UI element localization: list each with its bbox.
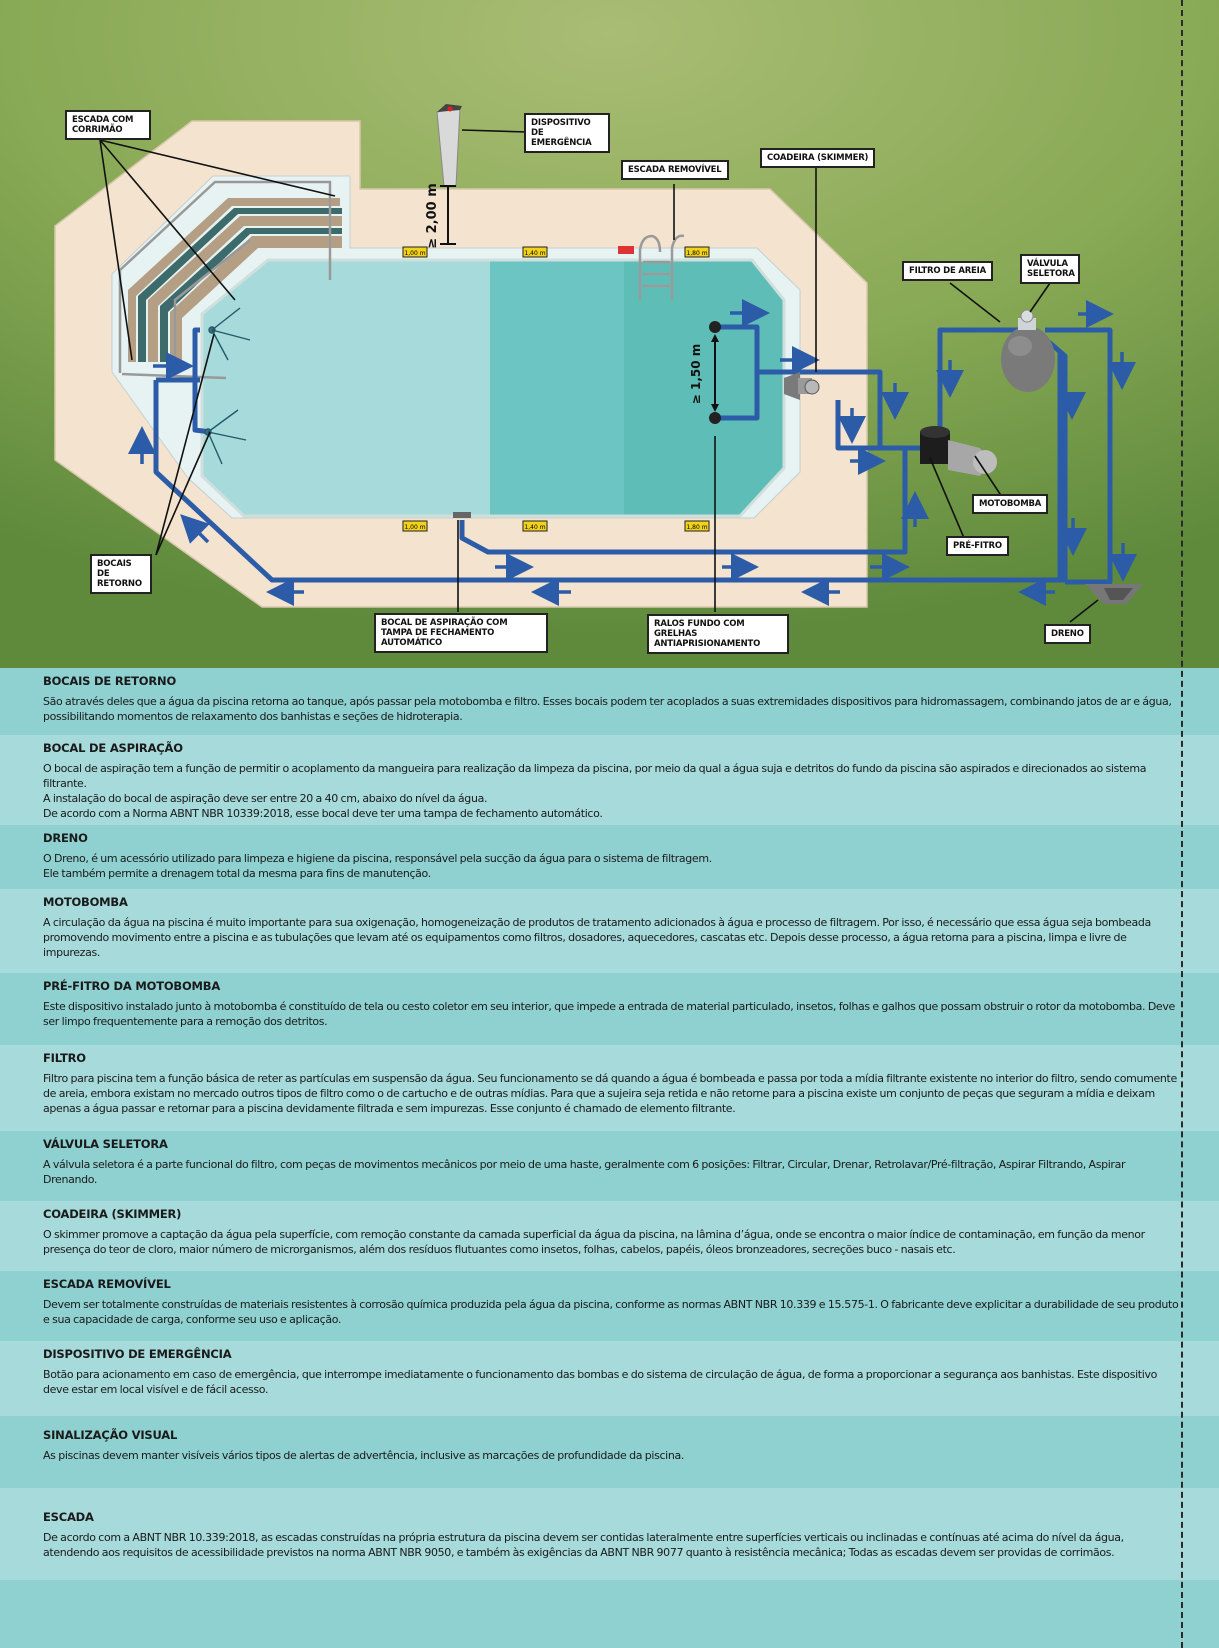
pool-diagram-svg: 1,00 m 1,40 m 1,80 m 1,00 m 1,40 m 1,80 … — [0, 0, 1219, 668]
section-title: FILTRO — [43, 1051, 86, 1065]
section-title: BOCAL DE ASPIRAÇÃO — [43, 741, 183, 755]
section-text: A circulação da água na piscina é muito … — [43, 916, 1151, 959]
label-dreno: DRENO — [1044, 624, 1091, 644]
pool-water-deep — [624, 260, 784, 516]
section-filtro: FILTRO Filtro para piscina tem a função … — [0, 1045, 1219, 1131]
section-title: DISPOSITIVO DE EMERGÊNCIA — [43, 1347, 232, 1361]
section-text: Este dispositivo instalado junto à motob… — [43, 1000, 1175, 1028]
section-text: As piscinas devem manter visíveis vários… — [43, 1449, 685, 1462]
section-text: Filtro para piscina tem a função básica … — [43, 1072, 1177, 1115]
section-text: Botão para acionamento em caso de emergê… — [43, 1368, 1157, 1396]
pool-diagram: 1,00 m 1,40 m 1,80 m 1,00 m 1,40 m 1,80 … — [0, 0, 1219, 668]
aspiration-nozzle — [453, 512, 471, 518]
section-sinalizacao-visual: SINALIZAÇÃO VISUAL As piscinas devem man… — [0, 1416, 1219, 1488]
section-text: O bocal de aspiração tem a função de per… — [43, 762, 1147, 820]
ralos-dimension: ≥ 1,50 m — [689, 344, 703, 405]
section-bocal-aspiracao: BOCAL DE ASPIRAÇÃO O bocal de aspiração … — [0, 735, 1219, 825]
section-title: COADEIRA (SKIMMER) — [43, 1207, 182, 1221]
section-text: De acordo com a ABNT NBR 10.339:2018, as… — [43, 1531, 1124, 1559]
label-escada-corrimao: ESCADA COM CORRIMÃO — [65, 110, 151, 140]
section-dreno: DRENO O Dreno, é um acessório utilizado … — [0, 825, 1219, 889]
bottom-filler — [0, 1580, 1219, 1648]
depth-marker: 1,80 m — [686, 524, 707, 531]
depth-marker: 1,40 m — [524, 524, 545, 531]
section-title: DRENO — [43, 831, 88, 845]
sand-filter — [1001, 309, 1055, 392]
label-filtro-areia: FILTRO DE AREIA — [902, 261, 993, 281]
removable-ladder — [618, 234, 685, 300]
section-text: O Dreno, é um acessório utilizado para l… — [43, 852, 712, 880]
label-dispositivo-emergencia: DISPOSITIVO DE EMERGÊNCIA — [524, 113, 610, 153]
section-text: A válvula seletora é a parte funcional d… — [43, 1158, 1126, 1186]
section-bocais-retorno: BOCAIS DE RETORNO São através deles que … — [0, 668, 1219, 735]
depth-marker: 1,80 m — [686, 250, 707, 257]
section-escada: ESCADA De acordo com a ABNT NBR 10.339:2… — [0, 1488, 1219, 1580]
pool-water-medium — [490, 260, 624, 516]
section-title: PRÉ-FITRO DA MOTOBOMBA — [43, 979, 221, 993]
depth-marker: 1,00 m — [404, 250, 425, 257]
section-title: VÁLVULA SELETORA — [43, 1137, 168, 1151]
label-ralos-fundo: RALOS FUNDO COM GRELHAS ANTIAPRISIONAMEN… — [647, 614, 789, 654]
label-motobomba: MOTOBOMBA — [972, 494, 1049, 514]
emergency-device — [436, 104, 462, 187]
depth-marker: 1,00 m — [404, 524, 425, 531]
label-coadeira: COADEIRA (SKIMMER) — [760, 148, 876, 168]
section-title: ESCADA REMOVÍVEL — [43, 1277, 171, 1291]
section-dispositivo-emergencia: DISPOSITIVO DE EMERGÊNCIA Botão para aci… — [0, 1341, 1219, 1416]
section-motobomba: MOTOBOMBA A circulação da água na piscin… — [0, 889, 1219, 973]
height-dimension: ≥ 2,00 m — [425, 183, 440, 249]
section-title: BOCAIS DE RETORNO — [43, 674, 177, 688]
flow-arrows — [128, 299, 1137, 606]
section-valvula-seletora: VÁLVULA SELETORA A válvula seletora é a … — [0, 1131, 1219, 1201]
section-title: ESCADA — [43, 1510, 94, 1524]
label-valvula-seletora: VÁLVULA SELETORA — [1020, 254, 1080, 284]
section-escada-removivel: ESCADA REMOVÍVEL Devem ser totalmente co… — [0, 1271, 1219, 1341]
return-nozzles — [204, 307, 251, 465]
leader-lines — [99, 129, 1099, 623]
section-title: SINALIZAÇÃO VISUAL — [43, 1428, 178, 1442]
section-coadeira: COADEIRA (SKIMMER) O skimmer promove a c… — [0, 1201, 1219, 1271]
floor-drain — [709, 412, 721, 424]
section-title: MOTOBOMBA — [43, 895, 128, 909]
label-escada-removivel: ESCADA REMOVÍVEL — [621, 160, 729, 180]
depth-markers: 1,00 m 1,40 m 1,80 m 1,00 m 1,40 m 1,80 … — [402, 246, 710, 532]
section-text: São através deles que a água da piscina … — [43, 695, 1172, 723]
label-bocais-retorno: BOCAIS DE RETORNO — [90, 554, 152, 594]
section-text: Devem ser totalmente construídas de mate… — [43, 1298, 1179, 1326]
drain-grate — [1085, 584, 1143, 604]
section-pre-filtro: PRÉ-FITRO DA MOTOBOMBA Este dispositivo … — [0, 973, 1219, 1045]
skimmer — [784, 372, 820, 400]
pool-water-shallow — [202, 260, 490, 516]
motor-pump — [920, 426, 997, 476]
label-bocal-aspiracao: BOCAL DE ASPIRAÇÃO COM TAMPA DE FECHAMEN… — [374, 613, 548, 653]
cut-line — [1181, 0, 1183, 1648]
label-pre-filtro: PRÉ-FITRO — [946, 536, 1009, 556]
section-text: O skimmer promove a captação da água pel… — [43, 1228, 1145, 1256]
description-sections: BOCAIS DE RETORNO São através deles que … — [0, 668, 1219, 1648]
depth-marker: 1,40 m — [524, 250, 545, 257]
floor-drain — [709, 321, 721, 333]
